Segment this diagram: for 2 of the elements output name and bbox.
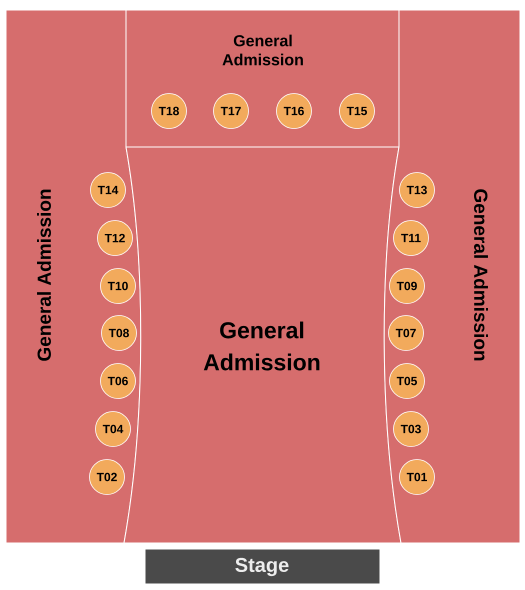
node-label: General Admission [474, 189, 488, 360]
stage-block: Stage [144, 548, 380, 584]
